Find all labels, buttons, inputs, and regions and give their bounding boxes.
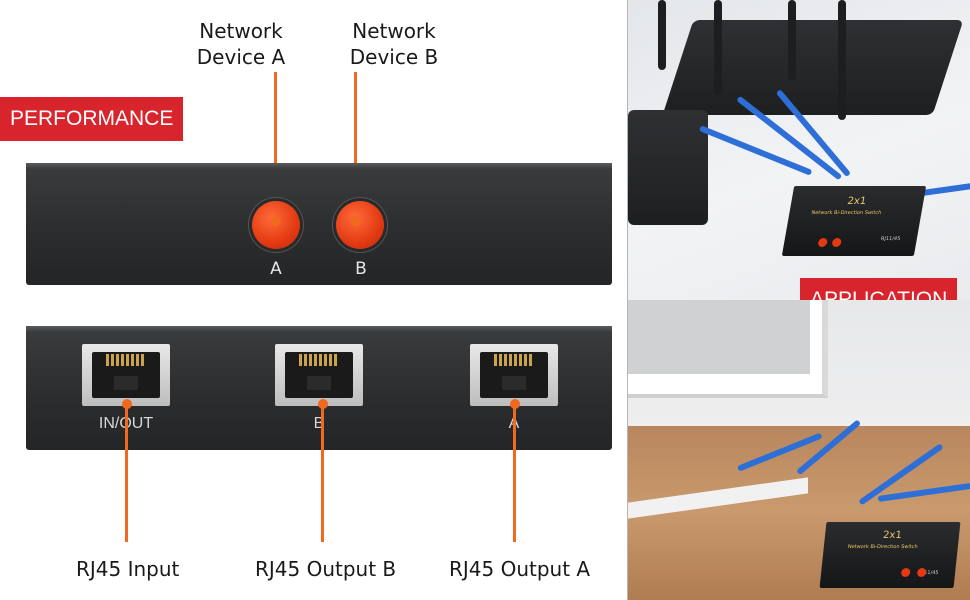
switch-port-type-print: RJ11/45 bbox=[880, 236, 901, 242]
back-panel: IN/OUT B A bbox=[26, 326, 612, 450]
callout-network-device-b: Network Device B bbox=[334, 18, 454, 70]
leader-line-device-a bbox=[274, 72, 277, 222]
leader-line-rj45-output-a bbox=[513, 404, 516, 542]
rj45-port-b bbox=[275, 344, 363, 406]
router-antenna bbox=[838, 0, 846, 120]
callout-device-b-line1: Network bbox=[352, 19, 436, 43]
rj45-port-a bbox=[470, 344, 558, 406]
switch-photo-button-a bbox=[817, 238, 829, 247]
back-panel-rim bbox=[26, 326, 612, 332]
callout-rj45-output-b: RJ45 Output B bbox=[255, 557, 397, 581]
switch-photo-button-b bbox=[831, 238, 843, 247]
monitor-edge bbox=[628, 300, 818, 374]
switch-model-print: 2x1 bbox=[846, 196, 868, 207]
application-photo-desk: 2x1 Network Bi-Direction Switch RJ11/45 bbox=[628, 300, 970, 600]
switch-name-print: Network Bi-Direction Switch bbox=[847, 544, 918, 550]
callout-device-b-line2: Device B bbox=[349, 45, 439, 69]
leader-line-rj45-output-b bbox=[321, 404, 324, 542]
router-antenna bbox=[788, 0, 796, 80]
switch-name-print: Network Bi-Direction Switch bbox=[810, 210, 882, 216]
button-b[interactable] bbox=[336, 201, 384, 249]
port-pins bbox=[299, 354, 339, 366]
leader-line-rj45-input bbox=[125, 404, 128, 542]
port-pins bbox=[106, 354, 146, 366]
router-antenna bbox=[658, 0, 666, 70]
callout-device-a-line1: Network bbox=[199, 19, 283, 43]
leader-line-device-b bbox=[354, 72, 357, 222]
button-a-label: A bbox=[270, 259, 282, 279]
callout-device-a-line2: Device A bbox=[196, 45, 286, 69]
button-b-label: B bbox=[355, 259, 367, 279]
port-tab bbox=[114, 376, 138, 390]
switch-photo-2: 2x1 Network Bi-Direction Switch RJ11/45 bbox=[819, 522, 961, 588]
router-antenna bbox=[714, 0, 722, 95]
network-cable bbox=[877, 482, 970, 502]
photo-border-left bbox=[627, 0, 628, 600]
rj45-port-in-out bbox=[82, 344, 170, 406]
callout-network-device-a: Network Device A bbox=[181, 18, 301, 70]
switch-photo-button-a bbox=[900, 568, 911, 577]
application-photo-routers: 2x1 Network Bi-Direction Switch RJ11/45 bbox=[628, 0, 970, 300]
network-cable bbox=[698, 125, 813, 176]
port-tab bbox=[307, 376, 331, 390]
switch-model-print: 2x1 bbox=[882, 530, 903, 541]
callout-rj45-output-a: RJ45 Output A bbox=[449, 557, 591, 581]
router-left bbox=[628, 110, 708, 225]
front-panel: A B bbox=[26, 163, 612, 285]
desk-edge-strip bbox=[628, 477, 808, 519]
port-tab bbox=[502, 376, 526, 390]
leader-dot-device-b bbox=[351, 216, 361, 226]
leader-dot-device-a bbox=[271, 216, 281, 226]
performance-badge: PERFORMANCE bbox=[0, 97, 184, 141]
callout-rj45-input: RJ45 Input bbox=[76, 557, 180, 581]
network-cable bbox=[796, 419, 862, 476]
switch-photo-1: 2x1 Network Bi-Direction Switch RJ11/45 bbox=[781, 186, 927, 256]
front-panel-rim bbox=[26, 163, 612, 169]
port-b-label: B bbox=[313, 415, 325, 432]
router-top bbox=[662, 20, 964, 115]
port-pins bbox=[494, 354, 534, 366]
